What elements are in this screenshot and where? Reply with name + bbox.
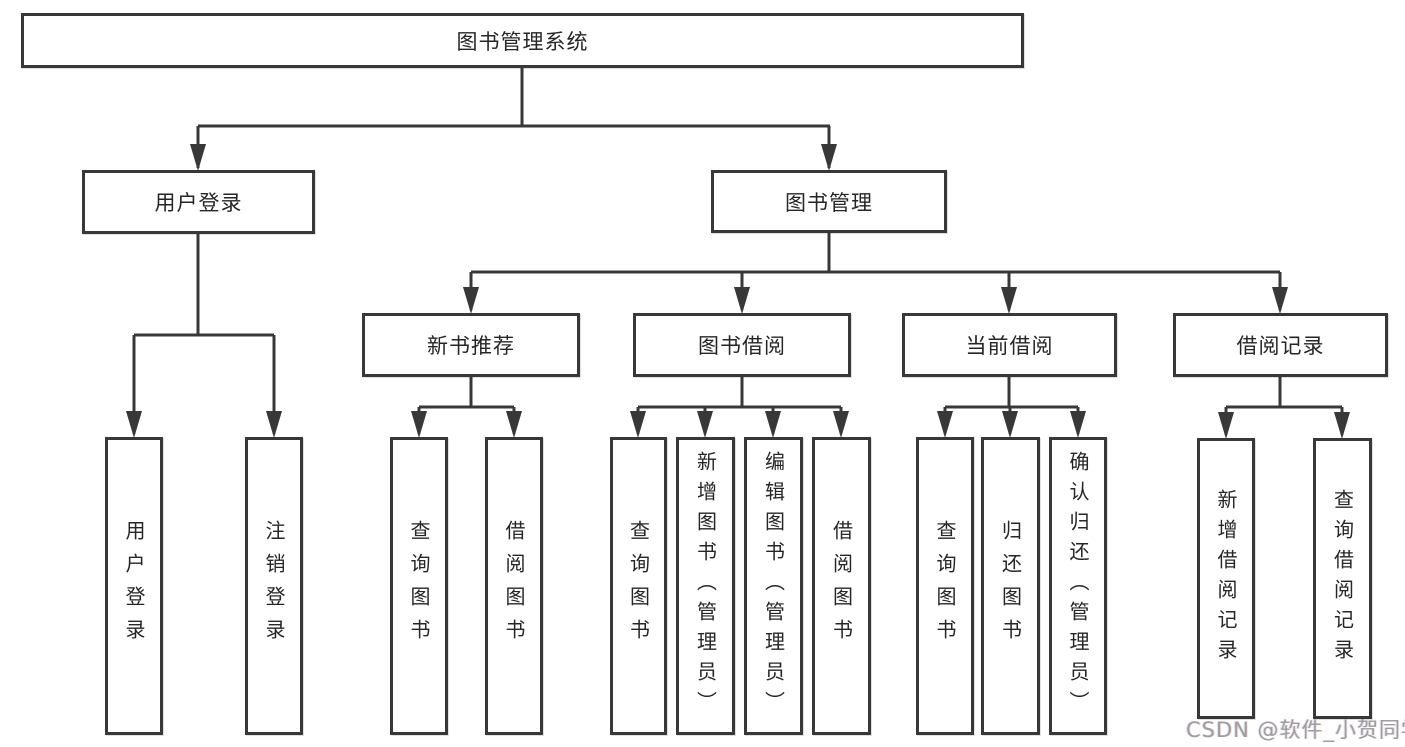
arrow-head [937,411,953,438]
leaf-current-confirm-return-admin: 确认归还（管理员） [1049,437,1107,735]
arrow-head [463,287,479,314]
leaf-logout-login: 注销登录 [245,437,303,735]
node-user-login: 用户登录 [82,170,315,234]
arrow-head [697,411,713,438]
arrow-head [506,411,522,438]
arrow-head [1070,411,1086,438]
arrow-head [126,411,142,438]
leaf-borrowing-edit-book-admin: 编辑图书（管理员） [744,437,803,735]
leaf-borrowing-add-book-admin: 新增图书（管理员） [676,437,735,735]
leaf-user-login: 用户登录 [105,437,163,735]
node-book-management: 图书管理 [711,170,947,233]
node-book-borrowing: 图书借阅 [633,313,851,377]
arrow-head [630,411,646,438]
arrow-head [1002,411,1018,438]
node-library-management-system: 图书管理系统 [21,13,1024,68]
leaf-borrowing-borrow-books: 借阅图书 [812,437,871,735]
arrow-head [765,411,781,438]
leaf-current-return-books: 归还图书 [981,437,1040,735]
arrow-head [734,287,750,314]
arrow-head [1001,287,1017,314]
node-current-borrowing: 当前借阅 [902,313,1117,377]
csdn-watermark: CSDN @软件_小贺同学 [1186,718,1405,742]
arrow-head [833,411,849,438]
leaf-recommend-query-books: 查询图书 [390,437,448,735]
arrow-head [1334,412,1350,439]
leaf-current-query-books: 查询图书 [916,437,974,735]
node-borrowing-records: 借阅记录 [1173,313,1388,377]
arrow-head [266,411,282,438]
leaf-records-add-borrow-record: 新增借阅记录 [1197,438,1255,719]
arrow-head [1272,287,1288,314]
arrow-head [411,411,427,438]
connector-paths [132,68,1344,435]
arrow-head [190,144,206,171]
leaf-borrowing-query-books: 查询图书 [610,437,667,735]
arrow-head [1218,412,1234,439]
leaf-recommend-borrow-books: 借阅图书 [485,437,543,735]
leaf-records-query-borrow-record: 查询借阅记录 [1313,438,1372,719]
arrow-head [821,144,837,171]
node-new-book-recommendation: 新书推荐 [362,313,580,377]
